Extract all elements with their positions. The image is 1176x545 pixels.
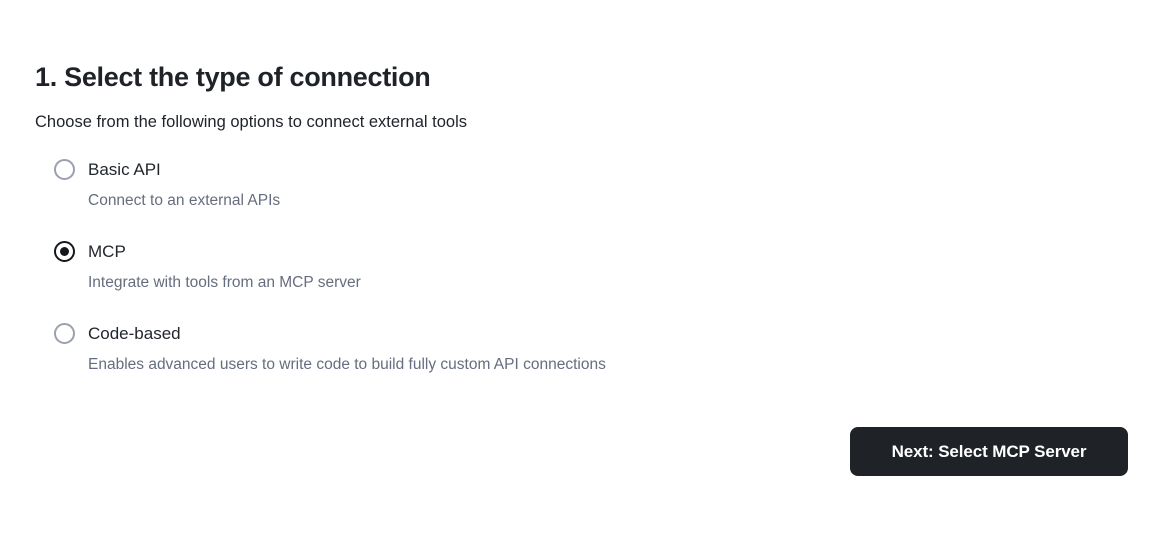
option-code-based[interactable]: Code-based Enables advanced users to wri… <box>35 312 1035 394</box>
page-title: 1. Select the type of connection <box>35 62 431 93</box>
page-subtitle: Choose from the following options to con… <box>35 112 467 131</box>
option-label-mcp[interactable]: MCP <box>88 242 126 261</box>
option-description-code-based: Enables advanced users to write code to … <box>88 356 606 373</box>
option-label-code-based[interactable]: Code-based <box>88 324 181 343</box>
option-description-basic-api: Connect to an external APIs <box>88 192 281 209</box>
option-label-basic-api[interactable]: Basic API <box>88 160 161 179</box>
option-mcp[interactable]: MCP Integrate with tools from an MCP ser… <box>35 230 1035 312</box>
radio-checked-icon[interactable] <box>54 241 75 262</box>
radio-unchecked-icon[interactable] <box>54 159 75 180</box>
radio-unchecked-icon[interactable] <box>54 323 75 344</box>
next-select-mcp-server-button[interactable]: Next: Select MCP Server <box>850 427 1128 476</box>
option-description-mcp: Integrate with tools from an MCP server <box>88 274 361 291</box>
option-basic-api[interactable]: Basic API Connect to an external APIs <box>35 148 1035 230</box>
connection-type-radio-group: Basic API Connect to an external APIs MC… <box>35 148 1035 394</box>
